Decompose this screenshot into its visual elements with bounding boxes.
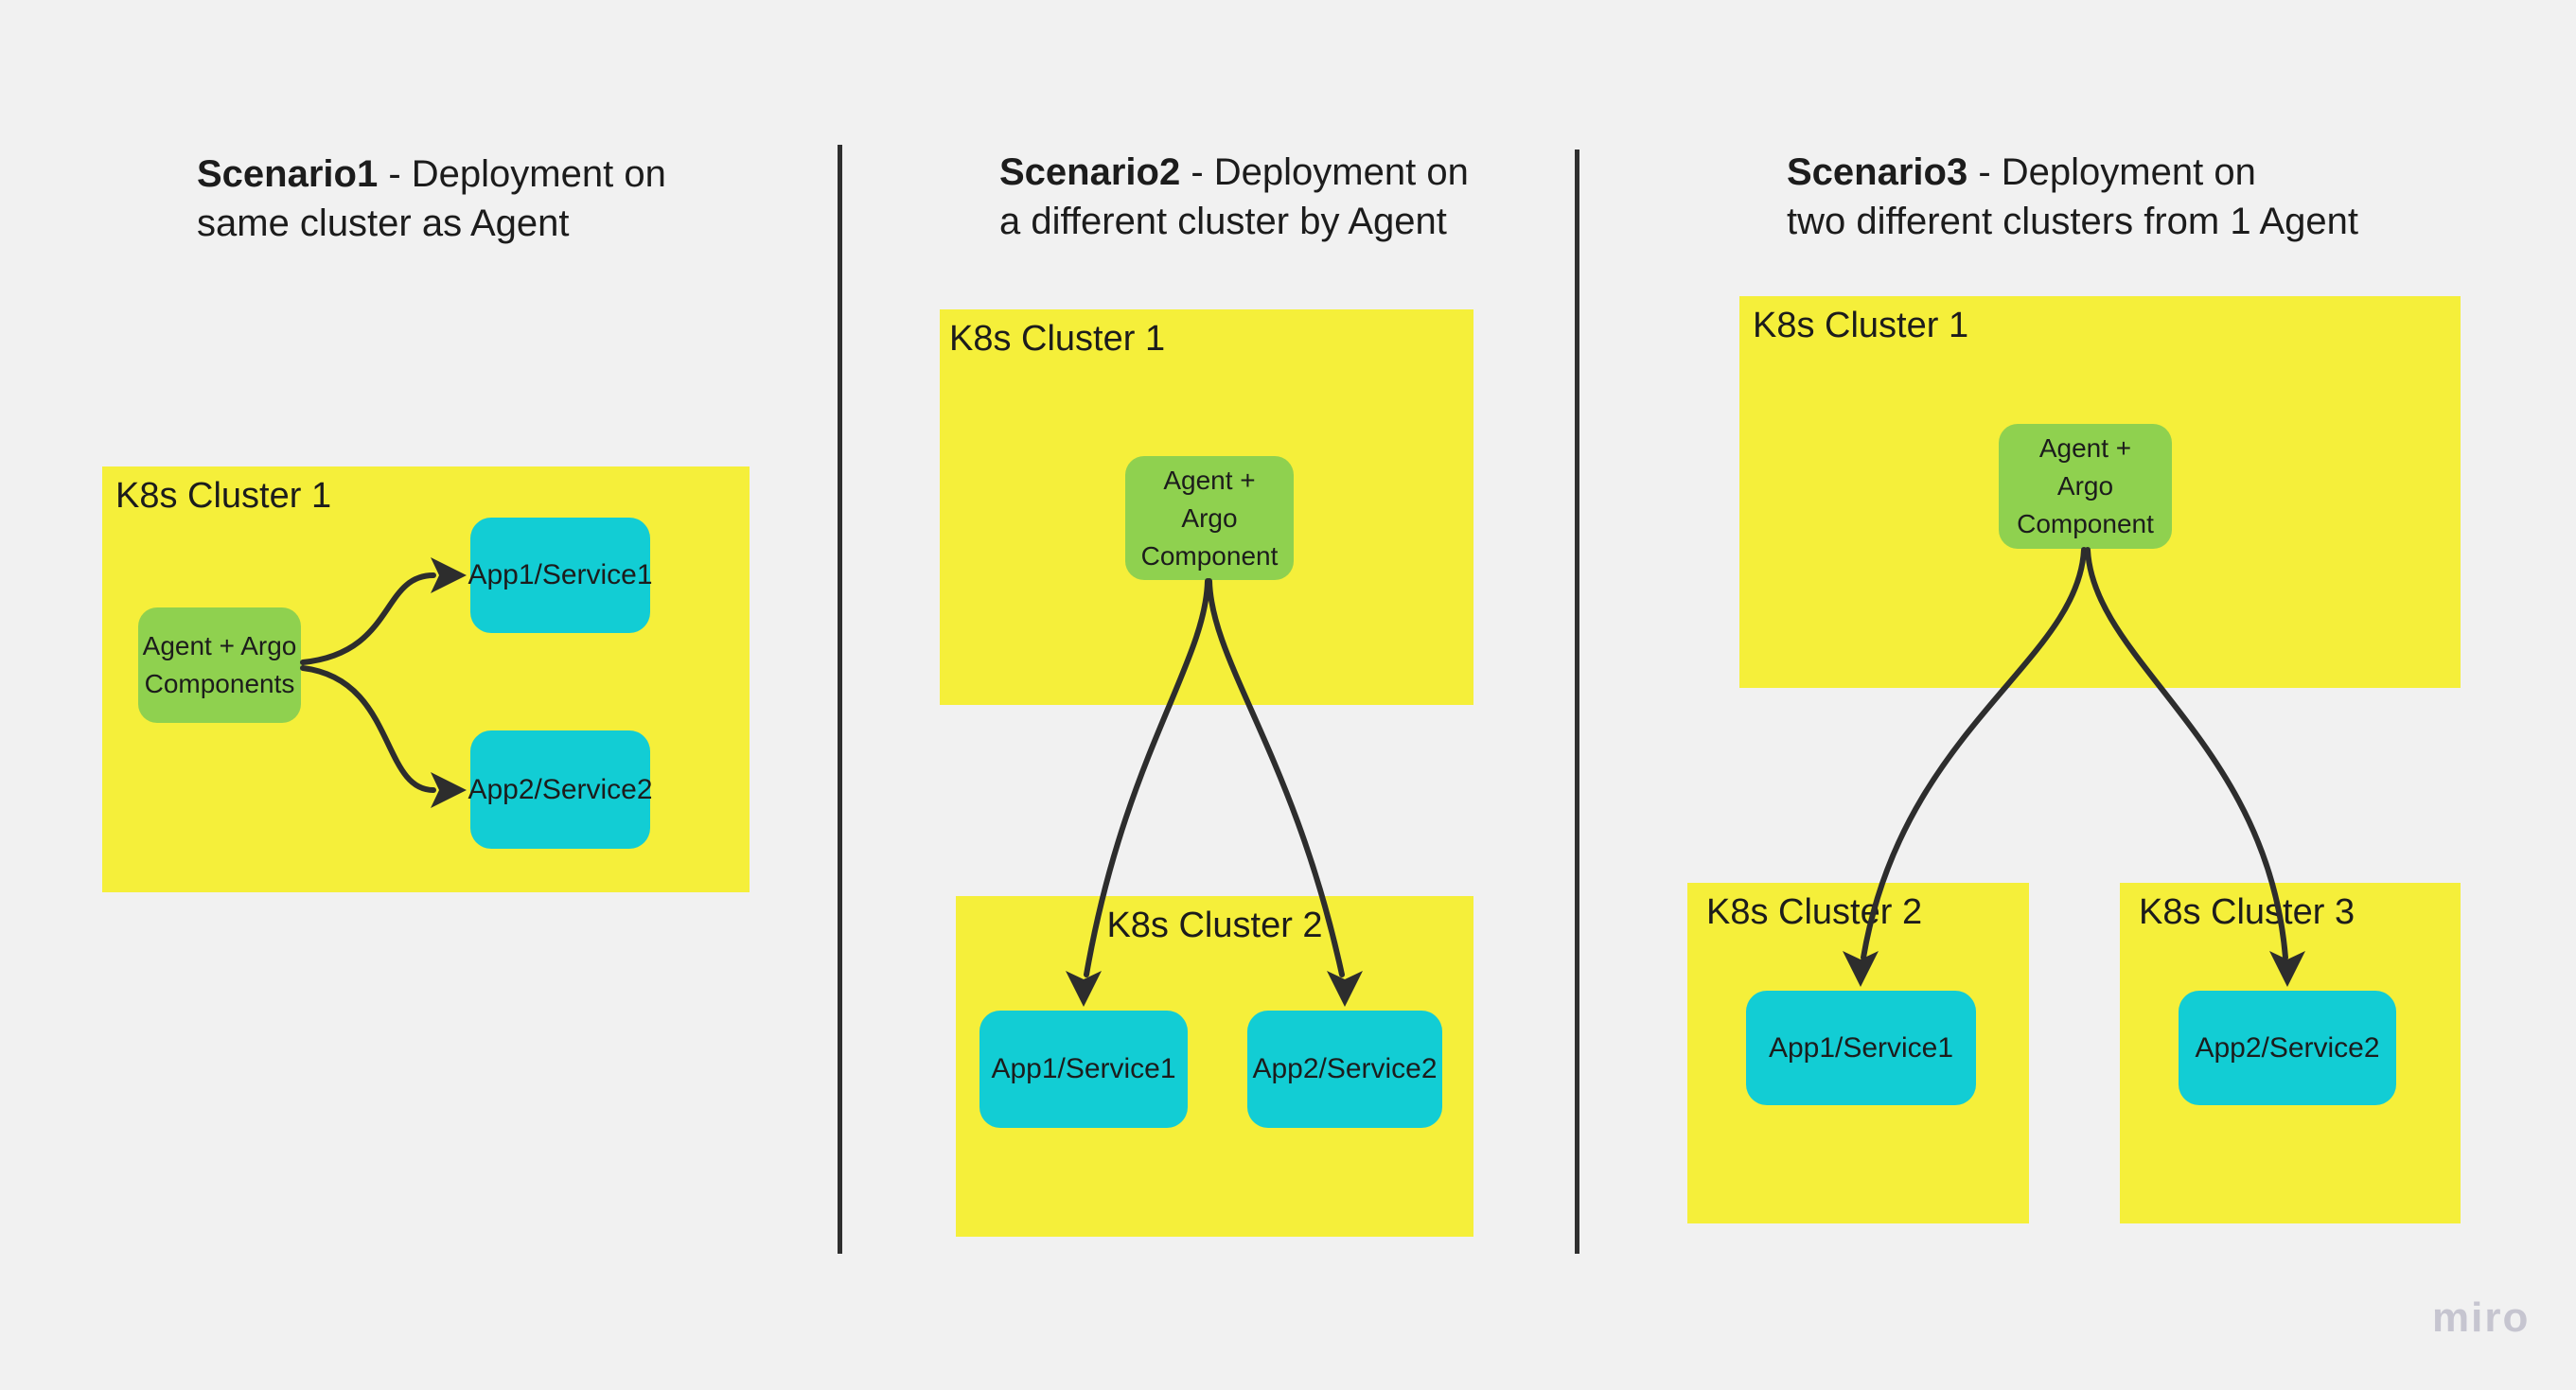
s3-app2-label: App2/Service2: [2195, 1031, 2380, 1064]
s3-agent-box[interactable]: Agent + Argo Component: [1999, 424, 2172, 549]
scenario1-title[interactable]: Scenario1 - Deployment on same cluster a…: [197, 150, 666, 248]
s2-agent-label-line2: Argo: [1181, 502, 1238, 533]
s2-agent-box[interactable]: Agent + Argo Component: [1125, 456, 1294, 580]
s1-cluster1-label: K8s Cluster 1: [115, 476, 332, 516]
s2-cluster2-label: K8s Cluster 2: [1106, 906, 1323, 945]
s3-app2-box[interactable]: App2/Service2: [2179, 991, 2396, 1105]
scenario1-title-line1: Scenario1 - Deployment on: [197, 150, 666, 199]
s2-app1-label: App1/Service1: [991, 1053, 1176, 1084]
scenario2-title[interactable]: Scenario2 - Deployment on a different cl…: [999, 148, 1469, 246]
scenario1-title-line2: same cluster as Agent: [197, 202, 570, 244]
s1-app1-label: App1/Service1: [468, 559, 653, 590]
s1-agent-label-line1: Agent + Argo: [142, 631, 297, 660]
s1-agent-box[interactable]: Agent + Argo Components: [138, 607, 301, 723]
s2-agent-label-line3: Component: [1140, 540, 1279, 571]
s3-agent-label-line3: Component: [2017, 509, 2154, 538]
scenario2-title-line2: a different cluster by Agent: [999, 201, 1447, 242]
scenario2-title-line1: Scenario2 - Deployment on: [999, 148, 1469, 197]
scenario3-title-rest: - Deployment on: [1967, 151, 2256, 193]
s3-cluster3-label: K8s Cluster 3: [2139, 892, 2355, 932]
s2-cluster1-label: K8s Cluster 1: [949, 319, 1166, 359]
s3-cluster2-label: K8s Cluster 2: [1706, 892, 1923, 932]
scenario3-title-line2: two different clusters from 1 Agent: [1787, 201, 2359, 242]
miro-watermark: miro: [2432, 1294, 2531, 1341]
s1-agent-label-line2: Components: [144, 669, 295, 698]
scenario1-title-rest: - Deployment on: [378, 153, 666, 195]
section-divider-1: [838, 145, 842, 1254]
s3-agent-label-line2: Argo: [2056, 471, 2114, 501]
scenario3-title[interactable]: Scenario3 - Deployment on two different …: [1787, 148, 2358, 246]
s3-agent-label-line1: Agent +: [2038, 433, 2132, 463]
s2-app2-label: App2/Service2: [1252, 1053, 1438, 1084]
s1-app1-box[interactable]: App1/Service1: [468, 518, 653, 633]
section-divider-2: [1575, 150, 1579, 1254]
s1-app2-box[interactable]: App2/Service2: [468, 730, 653, 849]
s1-app2-label: App2/Service2: [468, 773, 653, 805]
s3-app1-box[interactable]: App1/Service1: [1746, 991, 1976, 1105]
s3-app1-label: App1/Service1: [1768, 1031, 1954, 1064]
scenario1-title-bold: Scenario1: [197, 153, 379, 195]
scenario3-title-bold: Scenario3: [1787, 151, 1968, 193]
s2-agent-label-line1: Agent +: [1163, 465, 1256, 495]
scenario2-title-rest: - Deployment on: [1180, 151, 1469, 193]
s2-app1-box[interactable]: App1/Service1: [979, 1011, 1188, 1128]
s3-cluster1-label: K8s Cluster 1: [1753, 306, 1969, 345]
scenario2-title-bold: Scenario2: [999, 151, 1181, 193]
s2-app2-box[interactable]: App2/Service2: [1247, 1011, 1442, 1128]
scenario3-title-line1: Scenario3 - Deployment on: [1787, 148, 2358, 197]
